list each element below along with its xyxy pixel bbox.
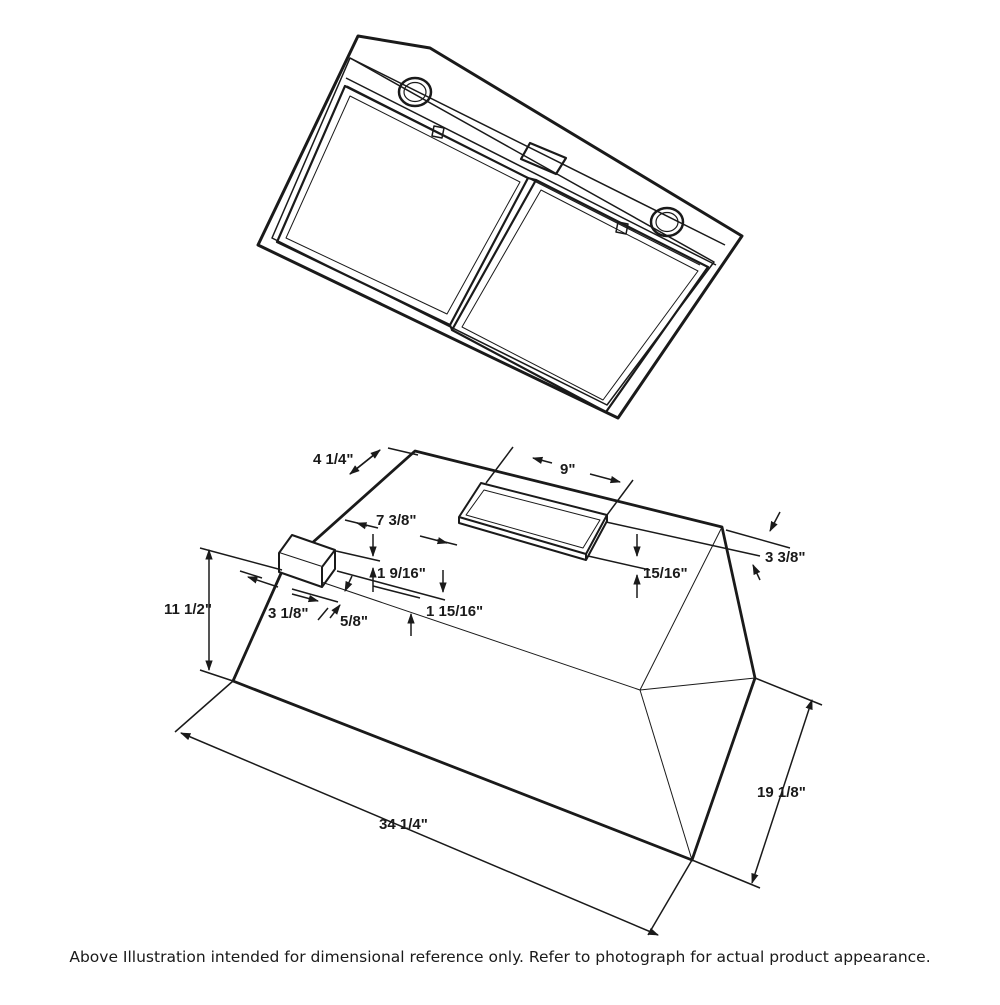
dim-label-15-16: 15/16" bbox=[643, 565, 688, 582]
duct-collar bbox=[458, 482, 608, 561]
dim-label-34-1-4: 34 1/4" bbox=[379, 816, 428, 833]
dimension-labels: 4 1/4" 9" 7 3/8" 3 3/8" 1 9/16" 15/16" 1… bbox=[164, 451, 806, 833]
electrical-box bbox=[278, 534, 336, 588]
dim-label-11-1-2: 11 1/2" bbox=[164, 601, 212, 618]
hood-body-view bbox=[231, 449, 757, 862]
filter-left bbox=[275, 84, 530, 327]
dim-label-19-1-8: 19 1/8" bbox=[757, 784, 806, 801]
dim-label-1-15-16: 1 15/16" bbox=[426, 603, 483, 620]
dim-label-3-1-8: 3 1/8" bbox=[268, 605, 308, 622]
light-icon bbox=[649, 206, 685, 238]
dimension-lines bbox=[174, 446, 823, 936]
dim-label-9: 9" bbox=[560, 461, 575, 478]
filter-latch bbox=[615, 221, 629, 235]
filter-right bbox=[450, 178, 710, 414]
dim-label-7-3-8: 7 3/8" bbox=[376, 512, 416, 529]
filter-latch bbox=[431, 125, 445, 139]
hood-underside-view bbox=[256, 34, 744, 420]
light-icon bbox=[397, 76, 433, 108]
dim-label-1-9-16: 1 9/16" bbox=[377, 565, 426, 582]
disclaimer-caption: Above Illustration intended for dimensio… bbox=[69, 948, 931, 966]
control-panel bbox=[519, 141, 568, 176]
hood-underside-outline bbox=[256, 34, 744, 420]
dim-label-4-1-4: 4 1/4" bbox=[313, 451, 353, 468]
dim-label-5-8: 5/8" bbox=[340, 613, 368, 630]
dim-label-3-3-8: 3 3/8" bbox=[765, 549, 805, 566]
